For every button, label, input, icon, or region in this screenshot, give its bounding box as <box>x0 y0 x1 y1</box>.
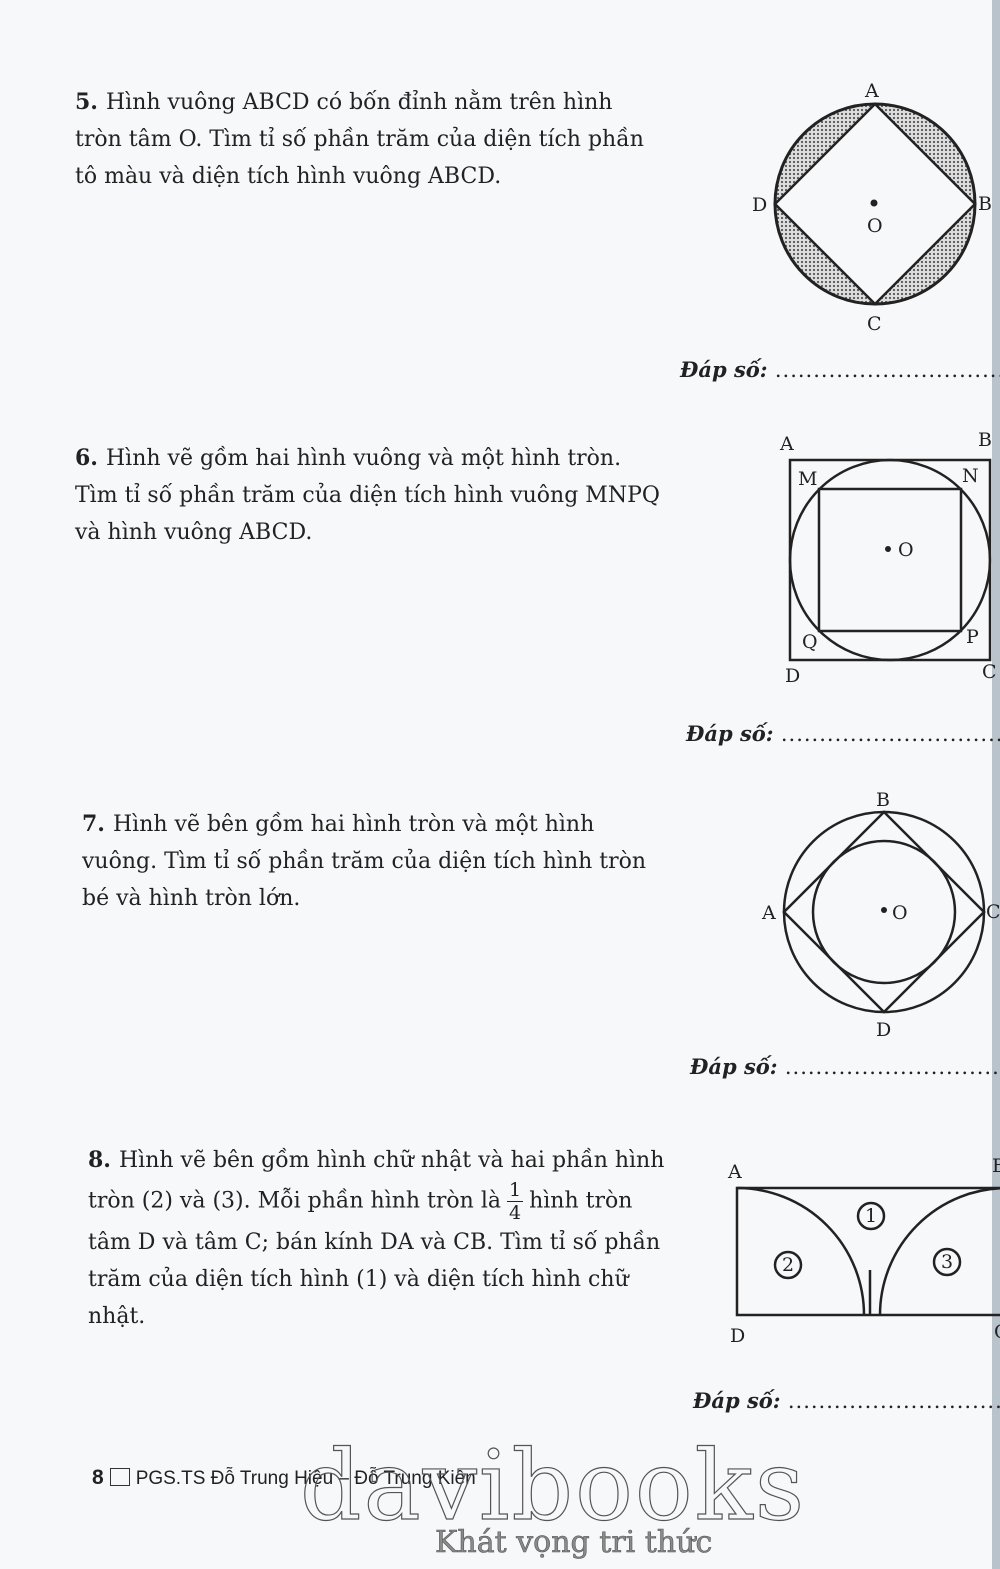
problem-6: 6.Hình vẽ gồm hai hình vuông và một hình… <box>75 440 665 551</box>
problem-number: 6. <box>75 445 98 471</box>
label-C: C <box>982 661 997 683</box>
label-Q: Q <box>802 631 818 653</box>
region-3-label: 3 <box>941 1251 953 1273</box>
problem-number: 8. <box>88 1147 111 1173</box>
label-O: O <box>898 539 914 561</box>
label-A: A <box>779 433 794 455</box>
label-C: C <box>994 1321 1000 1343</box>
answer-dots: ............................... <box>787 1389 1000 1413</box>
label-O: O <box>892 902 908 924</box>
answer-label: Đáp số: <box>690 1054 778 1079</box>
answer-line-6[interactable]: Đáp số: ............................... <box>686 721 1000 746</box>
label-D: D <box>730 1325 745 1347</box>
answer-dots: ............................... <box>784 1055 1000 1079</box>
label-D: D <box>752 194 767 216</box>
answer-dots: ............................... <box>780 722 1000 746</box>
label-D: D <box>785 665 800 687</box>
problem-text: Hình vẽ gồm hai hình vuông và một hình t… <box>75 446 660 545</box>
page-edge <box>992 0 1000 1569</box>
problem-text: Hình vẽ bên gồm hình chữ nhật và hai phầ… <box>88 1148 665 1214</box>
problem-8: 8.Hình vẽ bên gồm hình chữ nhật và hai p… <box>88 1142 668 1335</box>
figure-5: A B C D O <box>752 80 992 335</box>
problem-number: 7. <box>82 811 105 837</box>
problem-5: 5.Hình vuông ABCD có bốn đỉnh nằm trên h… <box>75 84 665 195</box>
problem-text: Hình vẽ bên gồm hai hình tròn và một hìn… <box>82 812 647 911</box>
label-A: A <box>727 1161 742 1183</box>
label-B: B <box>876 789 890 811</box>
label-C: C <box>867 313 882 335</box>
figure-7: B C D A O <box>761 789 1000 1041</box>
answer-label: Đáp số: <box>686 721 774 746</box>
label-B: B <box>992 1155 1000 1177</box>
page-footer: 8 PGS.TS Đỗ Trung Hiệu – Đỗ Trung Kiên <box>92 1466 476 1490</box>
watermark-brand: davibooks <box>299 1429 807 1542</box>
answer-line-5[interactable]: Đáp số: ............................... <box>680 357 1000 382</box>
label-M: M <box>798 468 817 490</box>
page-number: 8 <box>92 1466 104 1489</box>
figure-8: 1 2 3 A B C D <box>727 1155 1000 1347</box>
label-A: A <box>761 902 776 924</box>
answer-dots: ............................... <box>774 358 1000 382</box>
label-C: C <box>986 901 1000 923</box>
problem-number: 5. <box>75 89 98 115</box>
fraction-denominator: 4 <box>508 1202 522 1224</box>
region-1-label: 1 <box>865 1205 877 1227</box>
region-2-label: 2 <box>782 1254 794 1276</box>
answer-line-8[interactable]: Đáp số: ............................... <box>693 1388 1000 1413</box>
figure-6: A B C D M N P Q O <box>779 429 997 687</box>
problem-text: Hình vuông ABCD có bốn đỉnh nằm trên hìn… <box>75 90 644 189</box>
answer-line-7[interactable]: Đáp số: ............................... <box>690 1054 1000 1079</box>
fraction-numerator: 1 <box>506 1179 524 1202</box>
authors: PGS.TS Đỗ Trung Hiệu – Đỗ Trung Kiên <box>135 1468 476 1489</box>
label-O: O <box>867 215 883 237</box>
answer-label: Đáp số: <box>680 357 768 382</box>
problem-text: hình tròn tâm D và tâm C; bán kính DA và… <box>88 1188 661 1330</box>
label-D: D <box>876 1019 891 1041</box>
label-B: B <box>978 429 992 451</box>
book-icon <box>109 1468 130 1486</box>
label-B: B <box>978 193 992 215</box>
answer-label: Đáp số: <box>693 1388 781 1413</box>
label-P: P <box>966 626 979 648</box>
label-A: A <box>864 80 879 102</box>
label-N: N <box>962 465 979 487</box>
watermark-slogan: Khát vọng tri thức <box>435 1525 713 1561</box>
problem-7: 7.Hình vẽ bên gồm hai hình tròn và một h… <box>82 806 662 917</box>
